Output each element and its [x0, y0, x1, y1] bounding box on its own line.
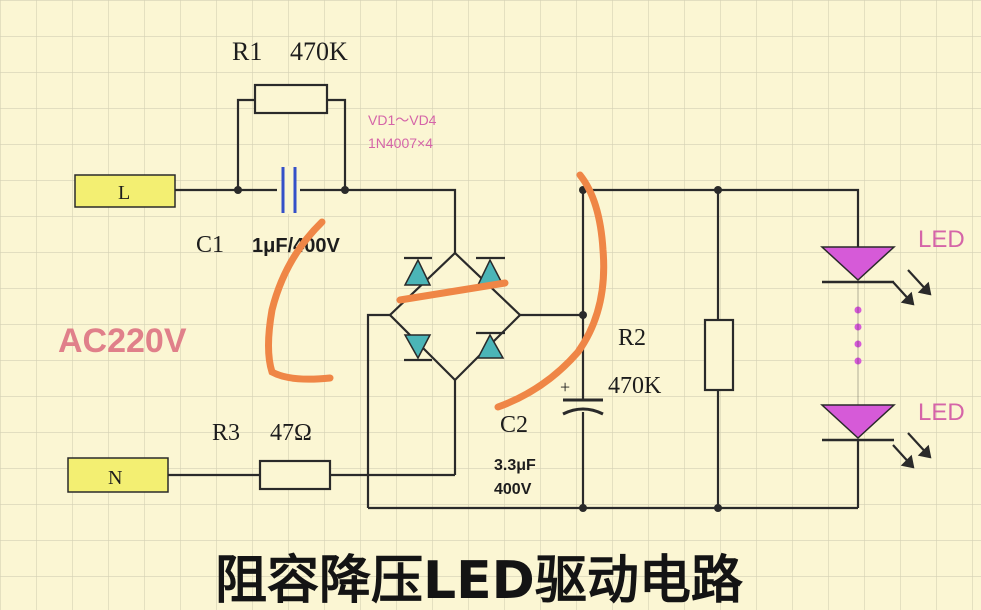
neutral-terminal — [67, 457, 169, 493]
neutral-terminal-label: N — [108, 467, 122, 489]
r3-ref-label: R3 — [212, 420, 240, 446]
c1-ref-label: C1 — [196, 232, 224, 258]
resistor-r2 — [703, 318, 735, 392]
live-terminal-label: L — [118, 182, 130, 204]
c2-plus-sign: + — [560, 377, 570, 397]
diode-vd3 — [403, 334, 432, 362]
ac-voltage-label: AC220V — [58, 322, 187, 360]
diode-ref-label: VD1～VD4 — [368, 112, 437, 128]
r2-ref-label: R2 — [618, 325, 646, 351]
c2-ref-label: C2 — [500, 412, 528, 438]
led-2 — [820, 404, 932, 469]
diagram-title: 阻容降压LED驱动电路 — [215, 551, 744, 610]
resistor-r3 — [258, 459, 332, 491]
live-terminal — [74, 174, 176, 208]
r3-value-label: 47Ω — [270, 420, 312, 446]
diode-vd4 — [476, 331, 505, 359]
led-2-light-arrows — [892, 432, 932, 469]
led-1 — [820, 246, 932, 306]
bridge-rectifier — [388, 251, 522, 382]
r2-value-label: 470K — [608, 373, 662, 399]
c2-voltage-label: 400V — [494, 481, 532, 498]
orange-annotation-marks — [265, 171, 608, 411]
annotation-left-bracket — [265, 218, 334, 383]
junction-dots — [234, 186, 722, 512]
c1-value-label: 1μF/400V — [252, 235, 341, 257]
capacitor-c2: + — [560, 377, 604, 416]
diode-vd1 — [403, 256, 432, 286]
diode-part-label: 1N4007×4 — [368, 135, 433, 151]
led-1-light-arrows — [892, 269, 932, 306]
led-2-label: LED — [918, 399, 965, 426]
resistor-r1 — [253, 83, 329, 115]
led-1-label: LED — [918, 226, 965, 253]
c2-value-label: 3.3μF — [494, 457, 536, 474]
r1-ref-label: R1 — [232, 37, 262, 66]
annotation-bridge-stroke — [396, 279, 509, 304]
r1-value-label: 470K — [290, 37, 348, 66]
capacitor-c1 — [281, 166, 297, 214]
annotation-right-bracket — [494, 171, 608, 411]
led-series-dots — [854, 282, 862, 405]
